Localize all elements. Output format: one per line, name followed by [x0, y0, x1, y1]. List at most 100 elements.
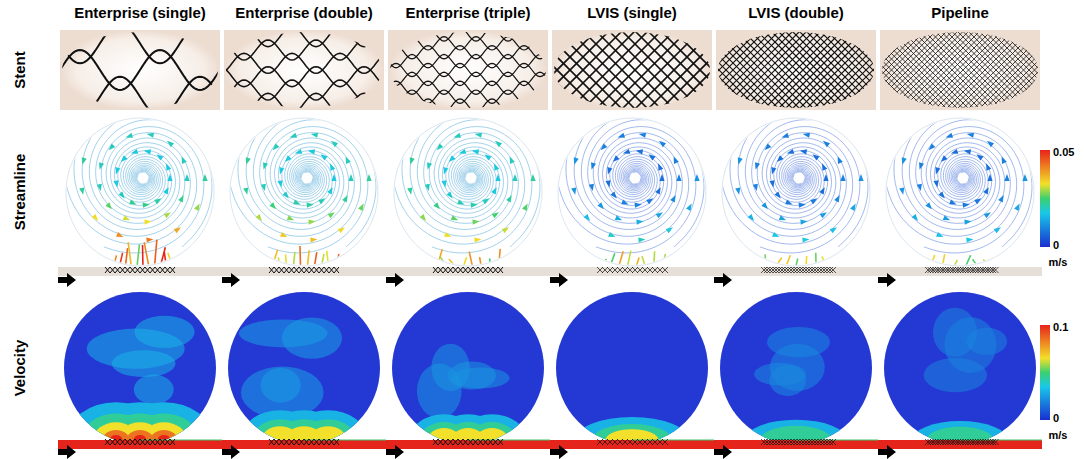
- velocity-arrow: [657, 139, 666, 147]
- column: [50, 23, 230, 459]
- stent-strip: [788, 267, 794, 273]
- stent-strip: [791, 267, 797, 273]
- streamline: [593, 127, 696, 253]
- velocity-arrow: [471, 148, 479, 154]
- stent-strip: [803, 267, 809, 273]
- velocity-arrow: [163, 186, 171, 195]
- stent-wire: [214, 67, 394, 87]
- stent-strip: [794, 439, 800, 445]
- neck-jet: [815, 253, 817, 266]
- stent-strip: [607, 267, 613, 273]
- velocity-arrow: [774, 191, 782, 200]
- velocity-arrow: [310, 237, 318, 243]
- stent-strip: [632, 439, 638, 445]
- stent-strip: [761, 267, 767, 273]
- streamline: [721, 133, 853, 244]
- stent-wire: [50, 23, 230, 63]
- stent-wire: [452, 30, 532, 110]
- stent-strip: [830, 439, 836, 445]
- velocity-arrow: [966, 131, 974, 137]
- parent-vessel: [550, 267, 714, 276]
- velocity-arrow: [194, 202, 202, 211]
- velocity-contours: [912, 308, 1008, 459]
- stent-strip: [657, 267, 663, 273]
- velocity-arrow: [597, 202, 605, 211]
- neck-jet: [322, 254, 324, 266]
- stent-strip: [824, 267, 830, 273]
- velocity-arrow: [164, 162, 172, 171]
- stent-strip: [800, 439, 806, 445]
- streamline: [752, 120, 868, 247]
- parent-vessel: [878, 267, 1042, 276]
- velocity-arrow: [184, 174, 189, 181]
- velocity-arrow: [927, 143, 936, 152]
- velocity-arrow: [97, 184, 104, 192]
- velocity-arrow: [753, 162, 760, 170]
- stent-strip: [433, 439, 503, 445]
- stent-wire: [644, 30, 724, 110]
- streamline: [921, 127, 1024, 253]
- stent-strip: [607, 439, 613, 445]
- stent-strip: [617, 267, 623, 273]
- parent-vessel: [714, 440, 878, 449]
- stent-strip: [642, 439, 648, 445]
- velocity-arrow: [666, 225, 675, 233]
- velocity-arrow: [572, 157, 579, 165]
- streamlines: [721, 103, 877, 266]
- velocity-arrow: [441, 180, 448, 188]
- velocity-arrow: [179, 155, 187, 164]
- velocity-arrow: [671, 155, 679, 164]
- stent-wire: [582, 30, 662, 110]
- stent-strip: [602, 439, 608, 445]
- stent-strip: [269, 267, 339, 273]
- stent-strip: [794, 267, 800, 273]
- neck-jet: [294, 252, 295, 266]
- velocity-arrow: [129, 199, 137, 206]
- velocity-arrow: [130, 149, 138, 156]
- velocity-arrow: [584, 214, 592, 223]
- stent-strip: [612, 267, 618, 273]
- velocity-arrow: [165, 139, 174, 147]
- stent-strip: [776, 439, 782, 445]
- stent-strip: [773, 439, 779, 445]
- velocity-arrow: [119, 155, 128, 164]
- neck-jet: [469, 252, 472, 266]
- stent-wire: [630, 30, 710, 110]
- streamline: [260, 120, 376, 247]
- velocity-arrow: [840, 174, 845, 181]
- stent-strip: [809, 439, 815, 445]
- velocity-arrow: [775, 155, 784, 164]
- stent-wire: [616, 30, 696, 110]
- neck-jet: [653, 251, 655, 266]
- velocity-arrow: [164, 210, 173, 218]
- velocity-arrow: [819, 186, 827, 195]
- stent-strip: [767, 267, 773, 273]
- streamline: [757, 127, 860, 253]
- stent-wire: [478, 30, 558, 110]
- stent-wire: [791, 30, 871, 110]
- stent-strip: [827, 267, 833, 273]
- velocity-arrow: [146, 131, 154, 137]
- stent-wire: [1028, 30, 1084, 110]
- velocity-contour: [134, 375, 174, 405]
- stent-wire: [1017, 30, 1084, 110]
- streamline: [916, 120, 1032, 247]
- stent-wire: [1055, 30, 1084, 110]
- stent-strip: [642, 267, 648, 273]
- stent-strip: [657, 439, 663, 445]
- velocity-arrow: [308, 219, 316, 225]
- stent-wire: [1033, 30, 1084, 110]
- velocity-arrow: [491, 186, 499, 195]
- stent-wire: [808, 30, 888, 110]
- velocity-arrow: [636, 219, 644, 225]
- stent-strip: [815, 439, 821, 445]
- stent-wire: [378, 54, 558, 67]
- velocity-contour: [451, 367, 510, 388]
- velocity-contour: [924, 358, 987, 392]
- velocity-arrow: [917, 162, 924, 170]
- stent-strip: [612, 439, 618, 445]
- stent-strip: [105, 439, 175, 445]
- stent-wire: [1022, 30, 1084, 110]
- velocity-arrow: [474, 237, 482, 243]
- neck-jet: [144, 242, 149, 266]
